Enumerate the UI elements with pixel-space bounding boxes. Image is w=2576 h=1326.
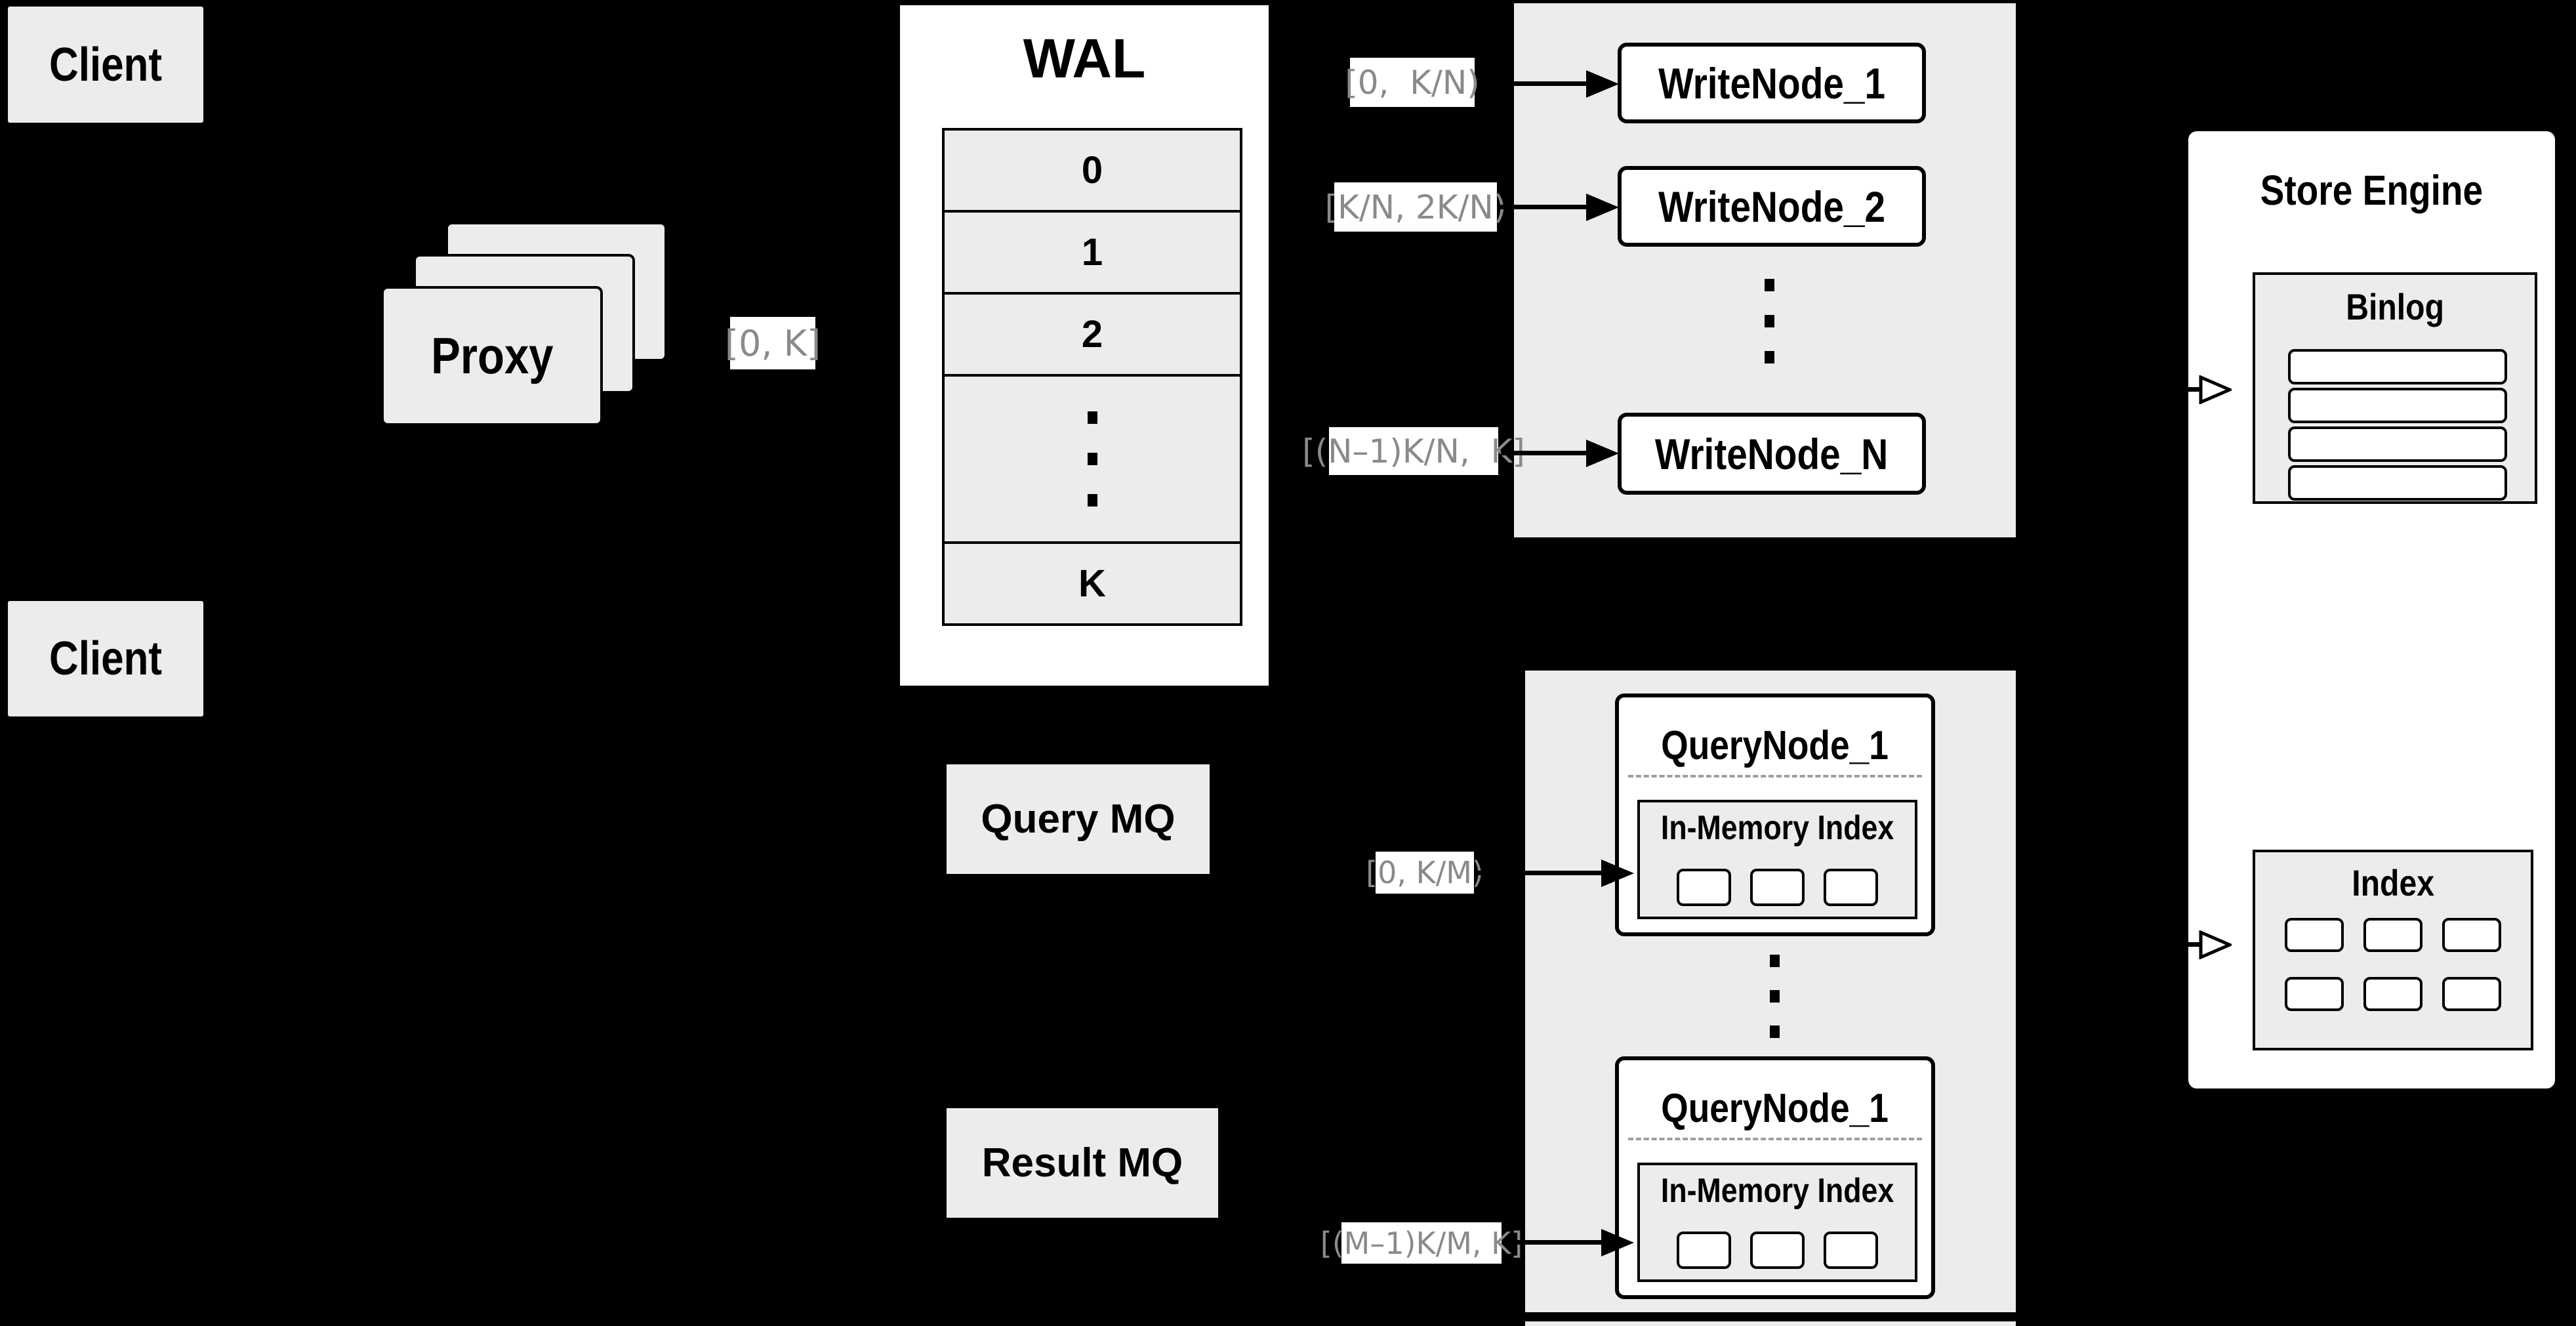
index-cell [2363,918,2423,952]
index-box: Index [2253,850,2533,1050]
index-cell [2285,977,2344,1011]
in-memory-index-box: In-Memory Index [1637,1163,1917,1282]
index-cell [2363,977,2423,1011]
result-mq-box: Result MQ [945,1106,1220,1220]
binlog-row [2288,388,2507,423]
vertical-ellipsis-icon [1765,279,1774,363]
binlog-row [2288,349,2507,384]
client-bottom-box: Client [6,599,205,718]
query-range-1-label: [0, K/M) [1366,852,1484,894]
proxy-box: Proxy [381,286,603,426]
binlog-rows [2288,349,2507,501]
wal-segment-row: 1 [945,213,1240,295]
dashed-divider [1628,1138,1922,1140]
result-mq-label: Result MQ [981,1140,1183,1186]
query-node-bottom-box: QueryNode_1 In-Memory Index [1615,1056,1935,1299]
segment-cell [1750,1232,1805,1269]
vertical-ellipsis-icon [1770,955,1780,1038]
client-bottom-label: Client [49,632,162,685]
write-range-1-label: [0, K/N) [1345,58,1480,107]
query-cluster-bottom-border [1525,1312,2016,1321]
query-node-bottom-title: QueryNode_1 [1661,1085,1889,1131]
arrow-to-index [2129,942,2201,947]
write-node-1-box: WriteNode_1 [1618,43,1926,123]
write-node-2-label: WriteNode_2 [1658,182,1885,231]
vertical-ellipsis-icon [1087,411,1097,507]
client-top-box: Client [6,5,205,125]
segment-cell [1750,869,1805,906]
arrow-head-query-node-top-icon [1601,860,1634,887]
arrow-head-write-node-n-icon [1586,440,1619,467]
query-node-top-title: QueryNode_1 [1661,722,1889,768]
write-node-1-label: WriteNode_1 [1658,58,1885,108]
binlog-title: Binlog [2346,285,2444,327]
segment-cells-row [1640,1232,1915,1269]
index-cells-row [2255,977,2531,1011]
in-memory-index-title: In-Memory Index [1660,1172,1894,1210]
segment-cell [1677,1232,1731,1269]
index-cells-row [2255,918,2531,952]
arrow-to-write-node-1 [1477,81,1586,86]
segment-cell [1824,1232,1878,1269]
wal-ellipsis-row [945,377,1240,544]
write-range-n-label: [(N–1)K/N, K] [1302,427,1525,475]
arrow-head-write-node-1-icon [1586,70,1619,98]
proxy-output-range-label: [0, K] [725,317,821,369]
wal-title: WAL [1023,27,1146,89]
binlog-row [2288,465,2507,501]
binlog-row [2288,426,2507,462]
segment-cells-row [1640,869,1915,906]
wal-segment-row: K [945,544,1240,623]
arrow-head-query-node-bottom-icon [1601,1229,1634,1256]
arrow-to-query-node-top [1477,871,1603,875]
write-node-2-box: WriteNode_2 [1618,166,1926,247]
query-mq-label: Query MQ [981,797,1176,842]
store-engine-title: Store Engine [2260,167,2484,214]
write-range-2-label: [K/N, 2K/N) [1325,182,1506,232]
arrow-to-write-node-n [1501,451,1586,455]
wal-segment-row: 0 [945,131,1240,213]
in-memory-index-title: In-Memory Index [1660,809,1894,847]
proxy-label: Proxy [430,327,554,384]
segment-cell [1824,869,1878,906]
index-title: Index [2352,861,2434,903]
arrow-to-query-node-bottom [1504,1240,1603,1245]
arrow-head-index-icon [2199,930,2232,959]
client-top-label: Client [49,38,162,91]
write-node-n-label: WriteNode_N [1655,429,1889,478]
arrow-head-write-node-2-icon [1586,194,1619,221]
wal-segment-row: 2 [945,295,1240,377]
segment-cell [1677,869,1731,906]
wal-segment-table: 0 1 2 K [942,128,1242,626]
query-range-m-label: [(M–1)K/M, K] [1320,1222,1523,1264]
query-mq-box: Query MQ [945,762,1212,876]
query-node-top-box: QueryNode_1 In-Memory Index [1615,694,1935,936]
index-cell [2285,918,2344,952]
dashed-divider [1628,775,1922,777]
index-cell [2442,977,2501,1011]
arrow-to-write-node-2 [1500,205,1586,209]
in-memory-index-box: In-Memory Index [1637,800,1917,919]
write-node-n-box: WriteNode_N [1618,413,1926,495]
index-cell [2442,918,2501,952]
arrow-to-binlog [2129,387,2201,392]
binlog-box: Binlog [2253,272,2537,504]
arrow-head-binlog-icon [2199,375,2232,404]
